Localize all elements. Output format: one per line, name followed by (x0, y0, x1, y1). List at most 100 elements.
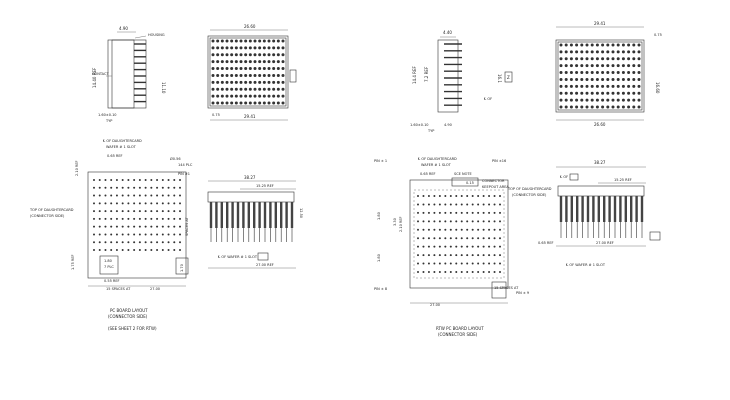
contact-dot (606, 43, 610, 47)
contact-dot (115, 202, 118, 205)
contact-dot (104, 210, 107, 213)
caption: PC BOARD LAYOUT (110, 308, 148, 313)
front-view-right: 29.41 0.75 16.60 26.60 (555, 21, 662, 127)
dim-label: 4.90 (119, 26, 128, 31)
contact-dot (211, 39, 215, 43)
contact-dot (150, 210, 153, 213)
contact-dot (244, 60, 248, 64)
contact-dot (216, 60, 220, 64)
contact-dot (121, 186, 124, 189)
note-label: ℄ OF DAUGHTERCARD (418, 157, 457, 161)
contact-dot (115, 179, 118, 181)
contact-dot (438, 220, 441, 223)
pcb-layout-left: ℄ OF DAUGHTERCARD WAFER # 1 SLOT 0.65 RE… (29, 139, 193, 331)
contact-dot (216, 94, 220, 98)
contact-dot (488, 237, 491, 240)
contact-dot (621, 71, 625, 75)
contact-dot (281, 67, 285, 71)
contact-dot (564, 43, 568, 47)
dim-label: 16.60 (655, 82, 660, 94)
contact-dot (138, 249, 141, 251)
contact-dot (253, 67, 257, 71)
contact-dot (179, 241, 181, 244)
contact-dot (606, 98, 610, 102)
contact-dot (110, 186, 113, 189)
contact-dot (98, 233, 101, 236)
contact-dot (211, 67, 215, 71)
contact-dot (466, 237, 469, 240)
contact-dot (281, 60, 285, 64)
wafer (619, 196, 622, 222)
contact-dot (575, 71, 579, 75)
contact-dot (606, 84, 610, 88)
contact-dot (244, 101, 248, 105)
contact-dot (559, 84, 563, 88)
contact-dot (138, 194, 141, 197)
note-label: PIN ±16 (492, 159, 506, 163)
wafer (258, 202, 261, 228)
contact-dot (173, 179, 176, 181)
contact-dot (110, 225, 113, 228)
contact-dot (611, 43, 615, 47)
contact-dot (173, 249, 176, 251)
contact-dot (234, 67, 238, 71)
contact-dot (179, 186, 181, 189)
contact-dot (564, 71, 568, 75)
dim-label: 29.41 (244, 114, 256, 119)
contact-dot (93, 202, 95, 205)
contact-dot (138, 186, 141, 189)
contact-dot (580, 64, 584, 68)
contact-dot (611, 50, 615, 54)
contact-dot (173, 186, 176, 189)
contact-dot (144, 249, 147, 251)
contact-dot (564, 84, 568, 88)
contact-dot (444, 245, 447, 248)
contact-dot (144, 210, 147, 213)
contact-dot (611, 71, 615, 75)
contact-dot (161, 249, 164, 251)
contact-dot (417, 203, 419, 206)
contact-dot (276, 46, 280, 50)
contact-dot (211, 80, 215, 84)
contact-dot (569, 91, 573, 95)
contact-dot (590, 84, 594, 88)
contact-dot (627, 84, 631, 88)
contact-dot (575, 98, 579, 102)
contact-dot (133, 186, 136, 189)
contact-dot (595, 43, 599, 47)
right-angle-view-left: 38.27 15.25 REF 12.50 SPACES AT ℄ OF WAF… (185, 175, 303, 269)
contact-dot (580, 57, 584, 61)
contact-dot (248, 73, 252, 77)
contact-dot (433, 254, 436, 257)
contact-dot (488, 228, 491, 231)
contact-dot (276, 39, 280, 43)
contact-dot (138, 179, 141, 181)
contact-dot (258, 101, 262, 105)
contact-dot (499, 254, 501, 257)
contact-dot (121, 225, 124, 228)
dim-label: 144 PLC (178, 163, 193, 167)
contact-dot (244, 39, 248, 43)
contact-dot (253, 101, 257, 105)
contact-dot (156, 186, 159, 189)
contact-dot (637, 64, 641, 68)
contact-dot (482, 203, 485, 206)
contact-dot (156, 249, 159, 251)
contact-dot (621, 50, 625, 54)
contact-dot (93, 249, 95, 251)
contact-dot (98, 179, 101, 181)
contact-dot (121, 217, 124, 220)
contact-dot (248, 94, 252, 98)
contact-dot (621, 64, 625, 68)
contact-dot (482, 254, 485, 257)
contact-dot (216, 80, 220, 84)
contact-dot (460, 220, 463, 223)
contact-dot (438, 211, 441, 214)
contact-dot (150, 217, 153, 220)
contact-dot (138, 202, 141, 205)
contact-dot (115, 210, 118, 213)
contact-dot (239, 94, 243, 98)
contact-dot (248, 101, 252, 105)
wafer (247, 202, 250, 228)
contact-dot (138, 210, 141, 213)
